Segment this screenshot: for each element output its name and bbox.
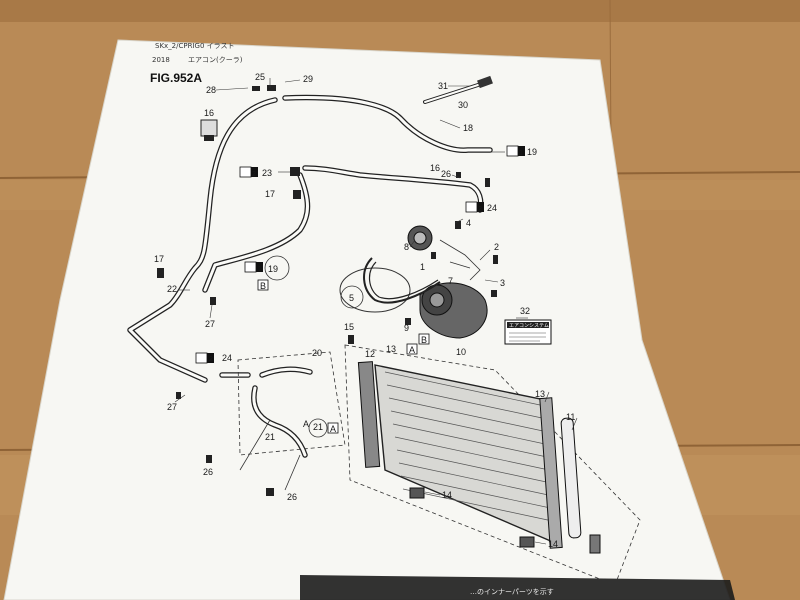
condenser: [344, 344, 641, 586]
footer-text: …のインナーパーツを示す: [470, 588, 554, 596]
leader-lines: [174, 78, 578, 545]
svg-text:エアコンシステム: エアコンシステム: [509, 323, 549, 329]
callout-14: 14: [442, 490, 452, 500]
callout-19: 19: [527, 147, 537, 157]
callout-23: 23: [262, 168, 272, 178]
callout-16b: 16: [430, 163, 440, 173]
callout-24b: 24: [222, 353, 232, 363]
callout-20: 20: [312, 348, 322, 358]
bolt-markers: [157, 85, 498, 496]
callout-4: 4: [466, 218, 471, 228]
lower-hose-group: [237, 351, 346, 491]
sub-text-1: 2018: [152, 56, 170, 64]
callout-22: 22: [167, 284, 177, 294]
callout-13b: 13: [535, 389, 545, 399]
callout-27: 27: [205, 319, 215, 329]
callout-26b: 26: [203, 467, 213, 477]
main-hose-lines: [127, 94, 493, 383]
letter-markers: B A B A: [257, 279, 430, 434]
callout-10: 10: [456, 347, 466, 357]
figure-id: FIG.952A: [150, 71, 202, 85]
callout-5: 5: [349, 293, 354, 303]
paper-sheet: [3, 39, 731, 600]
sub-text-2: エアコン(クーラ): [188, 56, 243, 64]
callout-29: 29: [303, 74, 313, 84]
callout-labels: 31 30 25 29 28 16 18 19 1 23 2 26 24 2 1…: [154, 72, 575, 549]
svg-text:B: B: [260, 281, 266, 291]
callout-11: 11: [566, 412, 575, 422]
pressure-sensor: [423, 75, 493, 104]
svg-text:A: A: [330, 424, 336, 434]
callout-2: 2: [252, 171, 256, 178]
reference-icons: [195, 145, 525, 364]
callout-16: 16: [204, 108, 214, 118]
callout-28: 28: [206, 85, 216, 95]
callout-2b: 2: [478, 206, 482, 213]
callout-9: 9: [404, 323, 409, 333]
compressor: [339, 225, 488, 339]
callout-15: 15: [344, 322, 354, 332]
callout-1b: 1: [420, 262, 425, 272]
callout-21: 21: [265, 432, 275, 442]
callout-13: 13: [386, 344, 396, 354]
callout-21b: 21: [313, 422, 323, 432]
callout-18: 18: [463, 123, 473, 133]
footer-band: [300, 575, 735, 600]
callout-32: 32: [520, 306, 530, 316]
callout-2d: 2: [209, 356, 213, 363]
callout-17: 17: [265, 189, 275, 199]
callout-19b: 19: [268, 264, 278, 274]
callout-1: 1: [519, 150, 523, 157]
callout-8: 8: [404, 242, 409, 252]
callout-2c: 2: [494, 242, 499, 252]
callout-31: 31: [438, 81, 448, 91]
callout-24: 24: [487, 203, 497, 213]
callout-27b: 27: [167, 402, 177, 412]
marker-a-small: A: [303, 419, 309, 429]
header-text: SKx_2/CPRIG0 イラスト: [155, 42, 235, 50]
callout-circle-19: [264, 255, 290, 281]
callout-30: 30: [458, 100, 468, 110]
svg-text:B: B: [421, 335, 427, 345]
callout-26c: 26: [287, 492, 297, 502]
callout-circle-5: [340, 285, 364, 309]
callout-14b: 14: [548, 539, 558, 549]
callout-3: 3: [500, 278, 505, 288]
svg-text:A: A: [409, 345, 415, 355]
callout-1c: 1: [258, 266, 262, 273]
ac-system-sticker: エアコンシステム: [504, 319, 552, 345]
callout-7: 7: [448, 276, 453, 286]
callout-17b: 17: [154, 254, 164, 264]
relay-box: [200, 119, 218, 137]
callout-26: 26: [441, 169, 451, 179]
callout-25: 25: [255, 72, 265, 82]
callout-12: 12: [365, 349, 375, 359]
